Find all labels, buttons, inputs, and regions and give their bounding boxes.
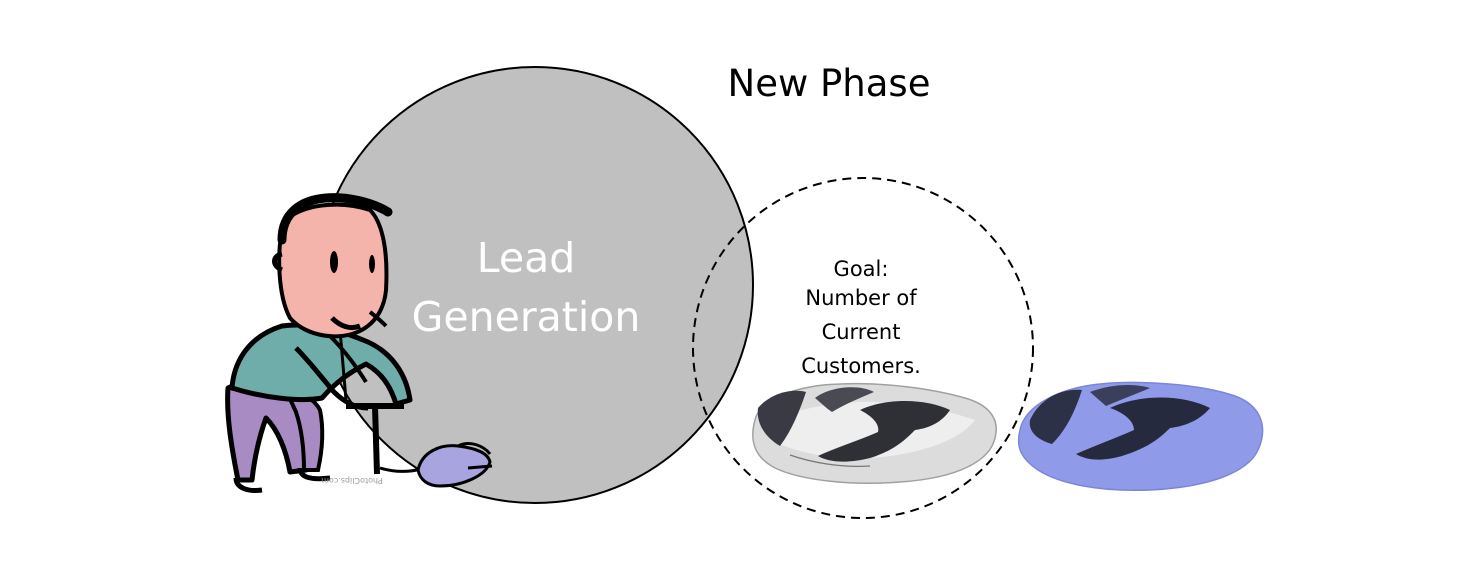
- blue-deflated-balloon-icon: [1017, 381, 1264, 492]
- goal-circle: [692, 177, 1034, 519]
- lead-generation-label-line-2: Generation: [412, 293, 641, 341]
- man-pumping-air-icon: PhotoClips.com: [225, 193, 493, 493]
- goal-label-line-2: Number of: [805, 286, 917, 310]
- figure-watermark: PhotoClips.com: [321, 476, 383, 485]
- goal-label-line-3: Current: [822, 320, 901, 344]
- diagram-title: New Phase: [728, 62, 931, 105]
- gray-deflated-balloon-icon: [752, 382, 997, 484]
- goal-label-line-4: Customers.: [801, 354, 921, 378]
- goal-label-line-1: Goal:: [834, 257, 889, 281]
- lead-generation-label-line-1: Lead: [477, 234, 576, 282]
